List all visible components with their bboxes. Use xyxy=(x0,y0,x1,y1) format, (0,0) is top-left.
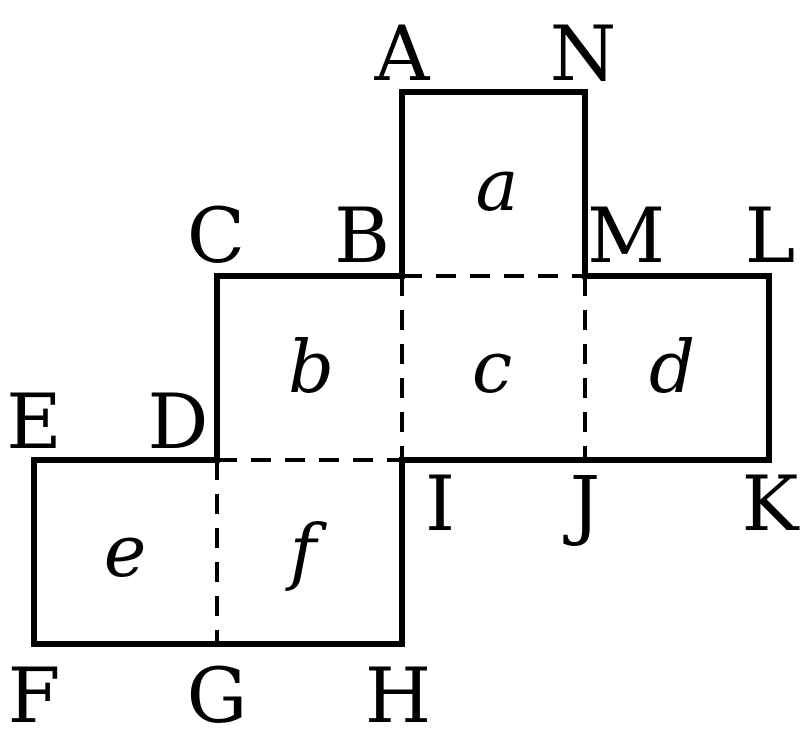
vertex-label-j: J xyxy=(563,459,600,548)
vertex-label-b: B xyxy=(334,191,390,280)
vertex-label-c: C xyxy=(187,191,245,280)
vertex-label-m: M xyxy=(587,191,665,280)
vertex-label-n: N xyxy=(550,9,617,98)
vertex-label-i: I xyxy=(425,459,455,548)
vertex-label-d: D xyxy=(148,377,209,466)
vertex-label-g: G xyxy=(187,651,248,740)
vertex-label-f: F xyxy=(8,651,61,740)
vertex-label-k: K xyxy=(742,459,800,548)
face-label-a: a xyxy=(476,143,519,227)
face-label-f: f xyxy=(285,509,328,593)
vertex-label-h: H xyxy=(365,651,431,740)
face-label-d: d xyxy=(649,325,695,409)
vertex-label-e: E xyxy=(6,377,61,466)
vertex-label-a: A xyxy=(374,9,431,98)
vertex-label-l: L xyxy=(745,191,795,280)
face-label-c: c xyxy=(472,325,512,409)
face-label-e: e xyxy=(104,509,147,593)
face-label-b: b xyxy=(288,325,334,409)
